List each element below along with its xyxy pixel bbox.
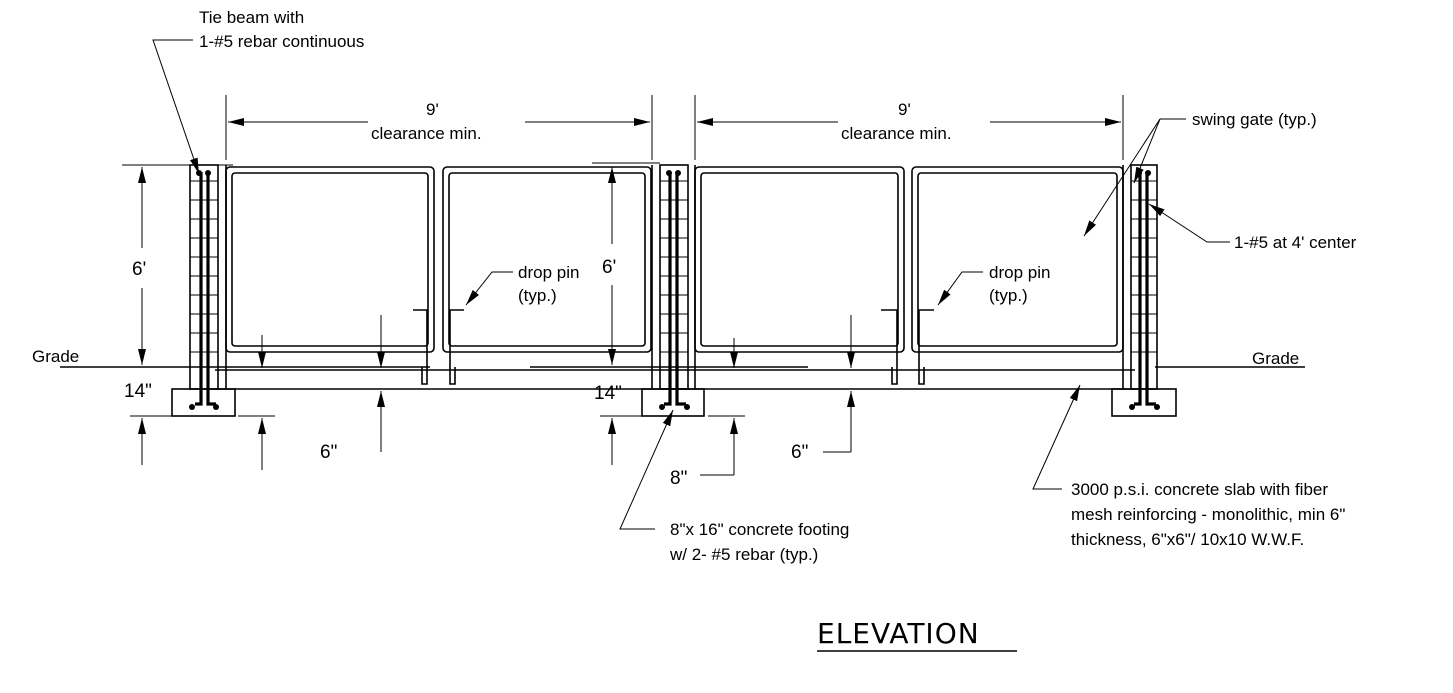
drop-pin-2: [449, 309, 464, 385]
dim-clearance-left: [225, 95, 653, 160]
footing-note-line1: 8"x 16" concrete footing: [670, 520, 849, 539]
grade-left-label: Grade: [32, 347, 79, 366]
dim-height-mid: [592, 162, 660, 365]
gate-4: [911, 166, 1124, 353]
drawing-title-text: ELEVATION: [817, 617, 980, 650]
height-mid-dim: 6': [602, 257, 616, 278]
drop-pin-left-label-line1: drop pin: [518, 263, 579, 282]
drop-pin-right-label-line2: (typ.): [989, 286, 1028, 305]
swing-gate-label: swing gate (typ.): [1192, 110, 1317, 129]
dim-footing-left: [130, 415, 172, 465]
leader-slab-note: [1032, 384, 1081, 490]
clearance-left-dim: 9': [426, 100, 439, 119]
leader-footing-note: [619, 409, 674, 530]
drop-pin-1: [413, 309, 428, 385]
footing-left: [171, 388, 236, 417]
grade-right-label: Grade: [1252, 349, 1299, 368]
rebar-center-label: 1-#5 at 4' center: [1234, 233, 1357, 252]
gate-3: [694, 166, 905, 353]
slab-left-dim: 6": [320, 442, 337, 463]
leader-drop-pin-left: [465, 271, 513, 306]
slab-note-line2: mesh reinforcing - monolithic, min 6": [1071, 505, 1345, 524]
dim-footing-mid: [600, 415, 642, 465]
leader-swing-gate: [1083, 118, 1186, 237]
drop-pin-4: [918, 309, 934, 385]
drop-pin-3: [881, 309, 898, 385]
leader-rebar-center: [1148, 203, 1230, 243]
gate-1: [225, 166, 435, 353]
slab-right-dim: 6": [791, 442, 808, 463]
footing-middle: [641, 388, 705, 417]
clearance-left-label: clearance min.: [371, 124, 482, 143]
dim-clearance-right: [694, 95, 1124, 160]
leader-drop-pin-right: [937, 271, 983, 306]
footing-right: [1111, 388, 1177, 417]
slab-note-line1: 3000 p.s.i. concrete slab with fiber: [1071, 480, 1328, 499]
clearance-right-dim: 9': [898, 100, 911, 119]
column-right: [1122, 164, 1158, 398]
column-middle: [651, 164, 696, 398]
drawing-title: ELEVATION: [817, 617, 1017, 652]
height-left-dim: 6': [132, 259, 146, 280]
drop-pin-right-label-line1: drop pin: [989, 263, 1050, 282]
slab-note-line3: thickness, 6"x6"/ 10x10 W.W.F.: [1071, 530, 1304, 549]
footing-depth-left-dim: 14": [124, 381, 152, 402]
clearance-right-label: clearance min.: [841, 124, 952, 143]
dim-slab-right: [700, 315, 855, 476]
column-left: [189, 164, 227, 398]
dim-height-left: [122, 164, 233, 368]
dim-slab-left: [238, 315, 385, 470]
footing-depth-mid-dim: 14": [594, 383, 622, 404]
gate-2: [442, 166, 652, 353]
tie-beam-label-line2: 1-#5 rebar continuous: [199, 32, 364, 51]
footing-note-line2: w/ 2- #5 rebar (typ.): [669, 545, 818, 564]
leader-tie-beam: [152, 39, 200, 175]
footing-width-dim: 8": [670, 468, 687, 489]
tie-beam-label-line1: Tie beam with: [199, 8, 304, 27]
drop-pin-left-label-line2: (typ.): [518, 286, 557, 305]
concrete-slab: [215, 369, 1135, 390]
